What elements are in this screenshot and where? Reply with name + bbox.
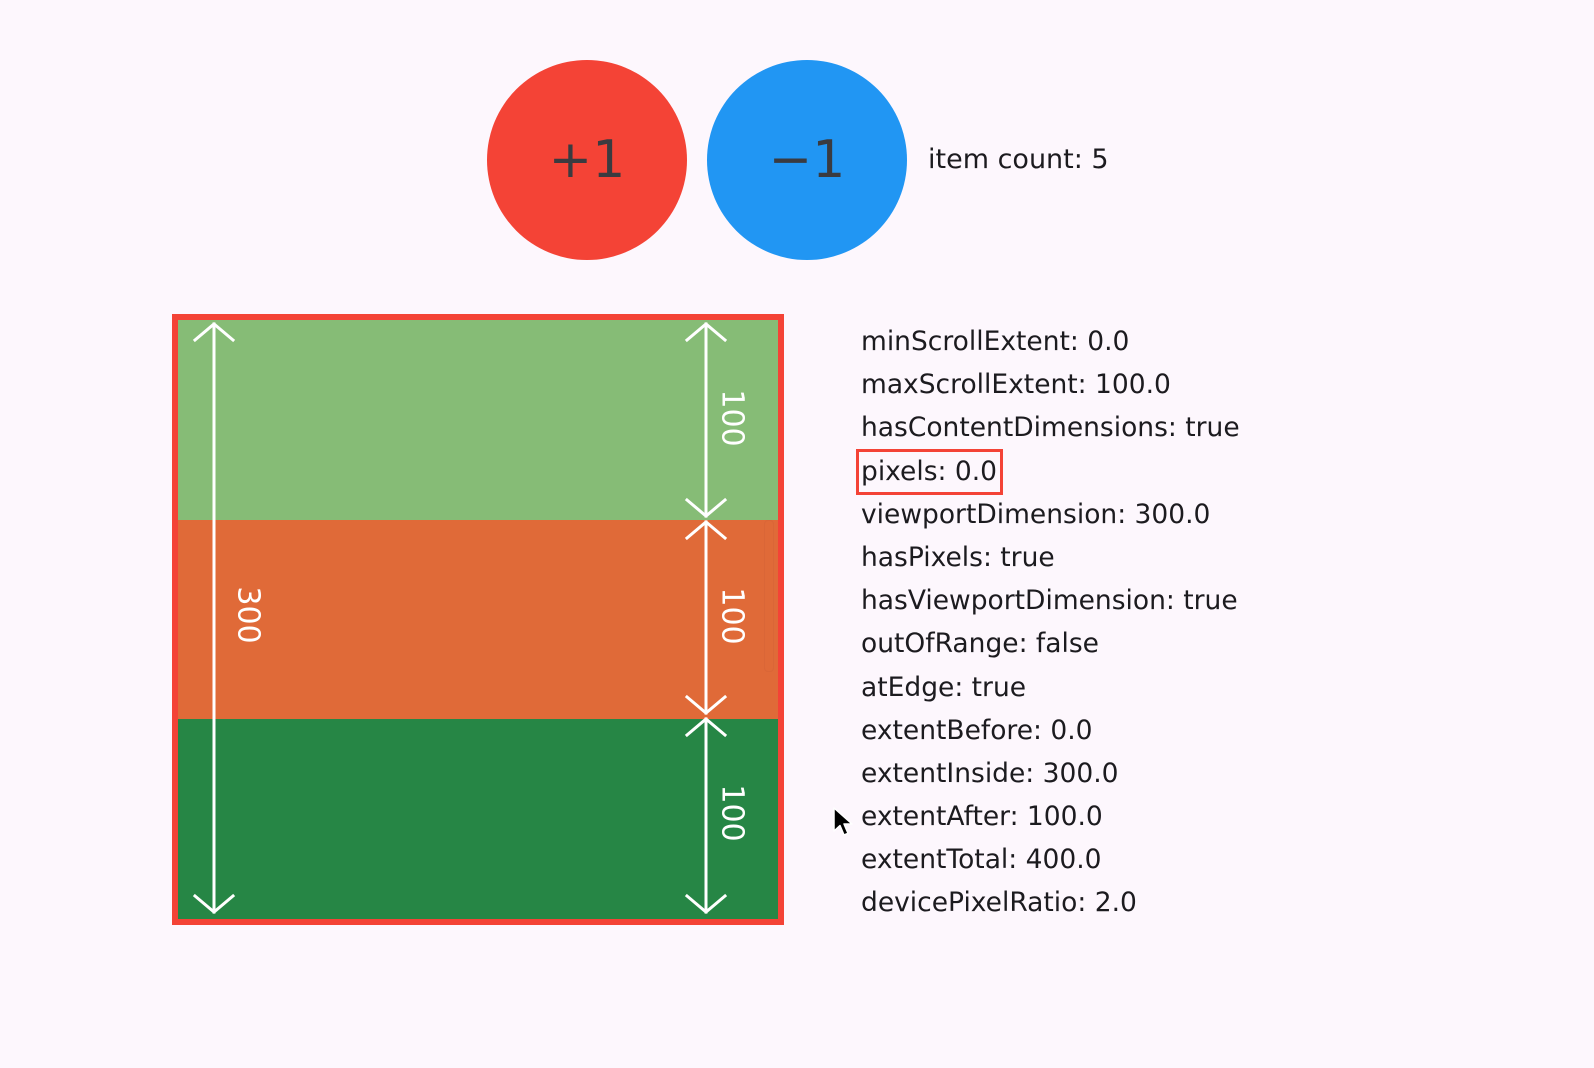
item-height-arrows-icon — [178, 320, 778, 919]
item-count-label: item count: 5 — [928, 144, 1109, 175]
metric-extent-total: extentTotal: 400.0 — [861, 844, 1102, 876]
decrement-button[interactable]: −1 — [707, 60, 907, 260]
metric-min-scroll-extent: minScrollExtent: 0.0 — [861, 326, 1130, 357]
increment-button[interactable]: +1 — [487, 60, 687, 260]
list-item-1 — [178, 320, 778, 520]
mouse-cursor-icon — [833, 807, 855, 843]
decrement-label: −1 — [768, 130, 846, 190]
metric-has-viewport-dimension: hasViewportDimension: true — [861, 585, 1238, 617]
item-2-height-label: 100 — [714, 587, 750, 645]
item-3-height-label: 100 — [714, 784, 750, 842]
metric-extent-after: extentAfter: 100.0 — [861, 801, 1103, 833]
metric-at-edge: atEdge: true — [861, 671, 1027, 703]
metric-max-scroll-extent: maxScrollExtent: 100.0 — [861, 369, 1171, 401]
metric-out-of-range: outOfRange: false — [861, 628, 1099, 660]
scroll-viewport[interactable]: 300 100 100 100 — [172, 314, 784, 925]
viewport-height-arrow-icon — [178, 320, 778, 919]
metric-extent-before: extentBefore: 0.0 — [861, 714, 1093, 746]
list-item-2 — [178, 520, 778, 719]
increment-label: +1 — [548, 130, 626, 190]
metric-extent-inside: extentInside: 300.0 — [861, 757, 1119, 789]
metric-has-pixels: hasPixels: true — [861, 541, 1055, 573]
metric-device-pixel-ratio: devicePixelRatio: 2.0 — [861, 887, 1137, 919]
metric-pixels-row: pixels: 0.0 — [856, 448, 1240, 495]
metric-has-content-dimensions: hasContentDimensions: true — [861, 412, 1240, 444]
item-1-height-label: 100 — [714, 389, 750, 447]
scroll-metrics-list: minScrollExtent: 0.0 maxScrollExtent: 10… — [856, 322, 1240, 927]
metric-pixels-highlighted: pixels: 0.0 — [856, 448, 1004, 495]
metric-viewport-dimension: viewportDimension: 300.0 — [861, 498, 1211, 530]
list-item-3 — [178, 719, 778, 919]
scrollbar[interactable] — [764, 520, 774, 672]
